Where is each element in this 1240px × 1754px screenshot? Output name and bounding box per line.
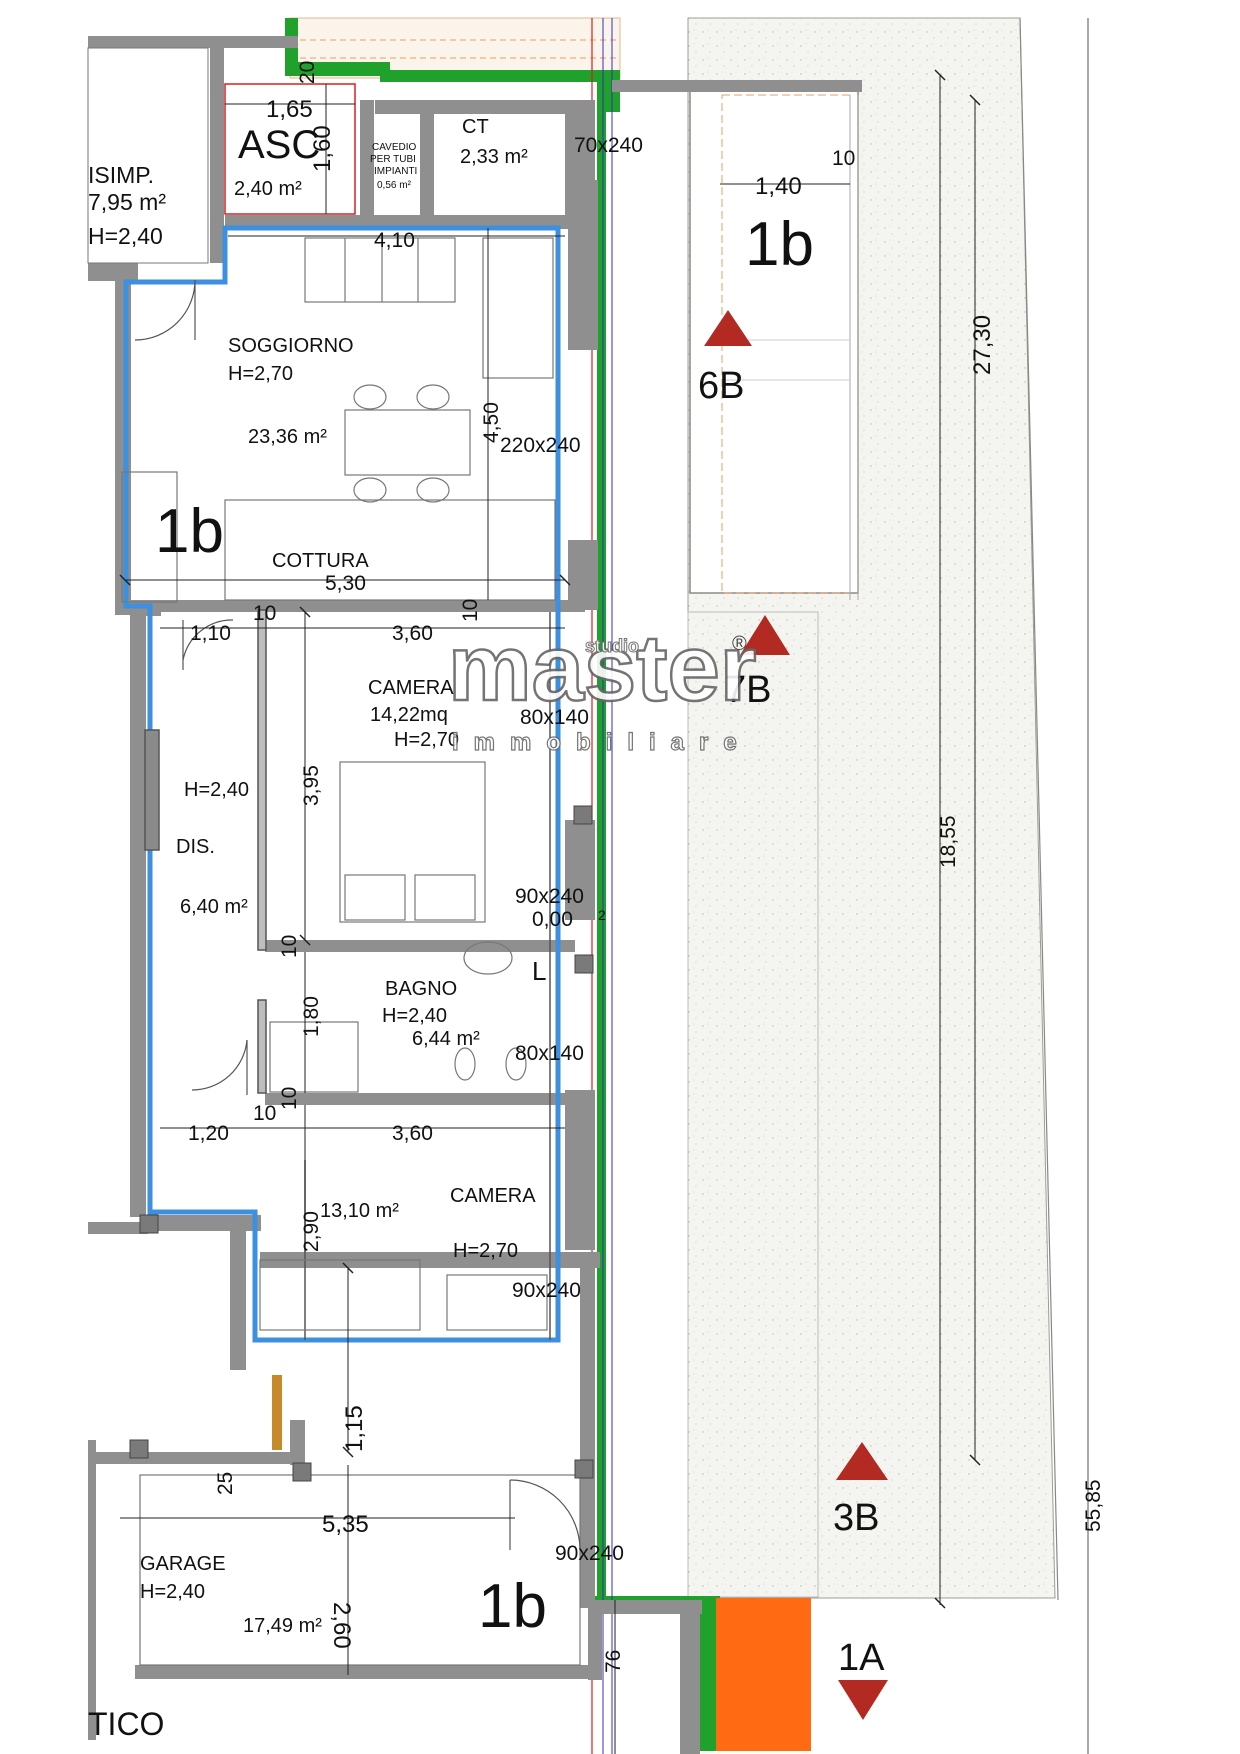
section-label-1a: 1A (838, 1637, 885, 1679)
dim-label: 10 (253, 602, 276, 625)
dim-label: 1,10 (190, 622, 231, 645)
dim-label: 10 (459, 599, 482, 622)
camera2-height: H=2,70 (453, 1240, 518, 1262)
asc-area: 2,40 m² (234, 178, 302, 200)
dim-label: 10 (832, 147, 855, 170)
dim-label: 10 (278, 1087, 301, 1110)
disimp-area: 7,95 m² (88, 189, 166, 215)
bagno-height: H=2,40 (382, 1005, 447, 1027)
camera2-label: CAMERA (450, 1185, 536, 1207)
dim-label: 2,60 (328, 1602, 355, 1649)
portico-label: TICO (88, 1706, 164, 1742)
watermark-logo: master studio immobiliare ® (447, 614, 758, 757)
green-band-vertical (597, 80, 606, 1605)
watermark-prefix: studio (585, 636, 639, 656)
dim-label: 3,60 (392, 622, 433, 645)
dim-label: 1,40 (755, 173, 802, 200)
dim-label: 4,50 (480, 402, 503, 443)
columns (129, 805, 594, 1482)
garage-height: H=2,40 (140, 1581, 205, 1603)
dimension-lines (120, 75, 976, 1754)
furniture (121, 237, 581, 1666)
disimp-height: H=2,40 (88, 223, 163, 249)
dim-label: 18,55 (937, 815, 960, 868)
dim-label: 1,15 (341, 1405, 368, 1452)
dim-label: 1,20 (188, 1122, 229, 1145)
garage-label: GARAGE (140, 1553, 226, 1575)
dim-label: 5,35 (322, 1511, 369, 1538)
opening-label: 0,00 (532, 908, 573, 931)
dis-label: DIS. (176, 836, 215, 858)
opening-label: 90x240 (512, 1279, 581, 1302)
soggiorno-label: SOGGIORNO (228, 335, 354, 357)
disimp-label: ISIMP. (88, 162, 154, 188)
apartment-outline (123, 225, 561, 1343)
dim-label: 10 (253, 1102, 276, 1125)
dim-label: 1,60 (309, 125, 336, 172)
dim-label: 2 (598, 907, 606, 923)
doors (134, 279, 581, 1551)
dim-label: 5,30 (325, 572, 366, 595)
cavedio-line3: IMPIANTI (374, 166, 417, 177)
opening-label: 70x240 (574, 134, 643, 157)
camera1-label: CAMERA (368, 677, 454, 699)
camera1-area: 14,22mq (370, 704, 448, 726)
soggiorno-height: H=2,70 (228, 363, 293, 385)
dis-height: H=2,40 (184, 779, 249, 801)
watermark-brand: master (448, 615, 756, 720)
dis-area: 6,40 m² (180, 896, 248, 918)
unit-label-terrace: 1b (745, 210, 814, 279)
opening-label: 90x240 (555, 1542, 624, 1565)
dim-label: 25 (214, 1472, 237, 1495)
terrace-lower (687, 611, 819, 1598)
dim-label: 4,10 (374, 229, 415, 252)
dim-label: 1,65 (266, 96, 313, 123)
cottura-label: COTTURA (272, 550, 369, 572)
dim-label: 2,90 (300, 1211, 323, 1252)
dim-label: 10 (278, 935, 301, 958)
dim-label: 55,85 (1082, 1479, 1105, 1532)
camera2-area: 13,10 m² (320, 1200, 399, 1222)
bagno-tag: L (532, 956, 546, 986)
cavedio-line1: CAVEDIO (372, 142, 416, 153)
dim-label: 20 (296, 61, 319, 84)
unit-label-garage: 1b (478, 1572, 547, 1641)
opening-label: 80x140 (515, 1042, 584, 1065)
section-label-7b: 7B (725, 669, 771, 711)
walls (88, 36, 862, 1754)
garden-edge-line (1019, 17, 1059, 1601)
opening-label: 80x140 (520, 706, 589, 729)
dim-label: 27,30 (969, 315, 996, 375)
watermark-sub: immobiliare (452, 729, 752, 756)
camera1-height: H=2,70 (394, 729, 459, 751)
asc-label: ASC (238, 123, 320, 167)
section-label-6b: 6B (698, 365, 744, 407)
green-band-bottom-v (700, 1596, 716, 1751)
dim-label: 76 (602, 1650, 625, 1673)
ct-label: CT (462, 116, 489, 138)
bagno-label: BAGNO (385, 978, 457, 1000)
bagno-area: 6,44 m² (412, 1028, 480, 1050)
orange-block (716, 1598, 811, 1751)
dim-label: 3,95 (300, 765, 323, 806)
cavedio-line2: PER TUBI (370, 154, 416, 165)
garage-area: 17,49 m² (243, 1615, 322, 1637)
section-label-3b: 3B (833, 1497, 879, 1539)
green-band-top (285, 18, 620, 112)
opening-label: 90x240 (515, 885, 584, 908)
soggiorno-area: 23,36 m² (248, 426, 327, 448)
opening-label: 220x240 (500, 434, 581, 457)
section-markers (704, 310, 888, 1720)
left-corridor (87, 47, 209, 264)
dim-label: 1,80 (300, 996, 323, 1037)
cavedio-area: 0,56 m² (377, 180, 412, 191)
unit-label-apartment: 1b (155, 497, 224, 566)
dimension-ticks (119, 69, 981, 1609)
ct-area: 2,33 m² (460, 146, 528, 168)
asc-box (224, 83, 356, 215)
watermark-registered: ® (732, 633, 747, 655)
brown-post (272, 1375, 282, 1450)
dim-label: 3,60 (392, 1122, 433, 1145)
